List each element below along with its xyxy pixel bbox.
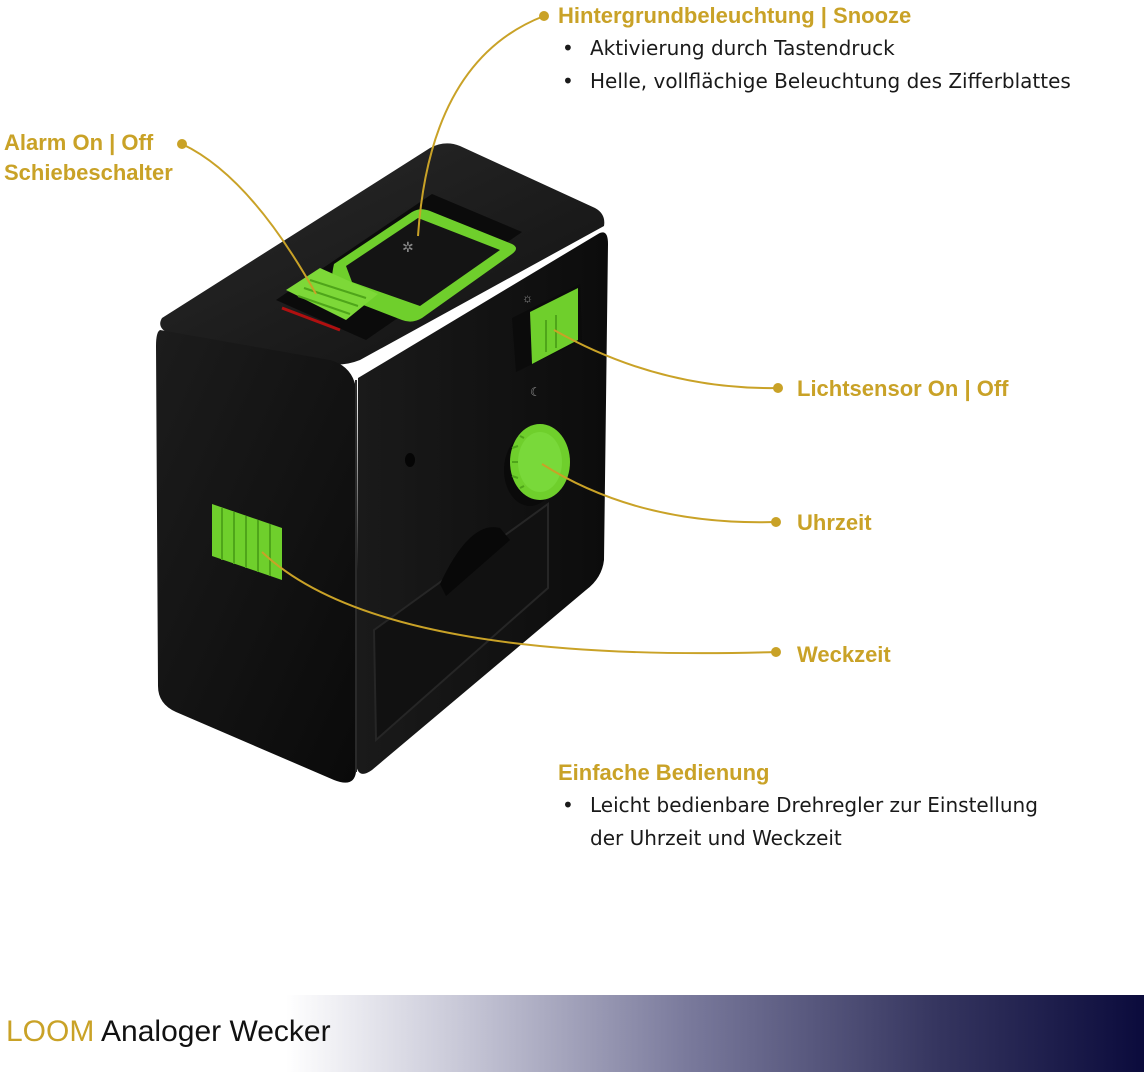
time-title: Uhrzeit [797, 510, 872, 535]
brand-name: LOOM [6, 1015, 95, 1048]
leader-light-sensor [553, 329, 779, 390]
list-item: Leicht bedienbare Drehregler zur Einstel… [558, 789, 1058, 855]
operation-title: Einfache Bedienung [558, 760, 770, 785]
alarm-time-title: Weckzeit [797, 642, 891, 667]
product-title: LOOM Analoger Wecker [6, 1012, 331, 1052]
footer-banner: LOOM Analoger Wecker [0, 995, 1144, 1072]
leader-backlight [417, 15, 545, 237]
leader-time [541, 463, 777, 524]
alarm-title: Alarm On | Off [4, 130, 154, 155]
backlight-bullets: Aktivierung durch Tastendruck Helle, vol… [558, 32, 1071, 98]
dot-light-sensor [773, 383, 783, 393]
list-item: Helle, vollflächige Beleuchtung des Ziff… [558, 65, 1071, 98]
leader-alarm-time [261, 551, 777, 655]
light-sensor-title: Lichtsensor On | Off [797, 376, 1009, 401]
snooze-button-inset [346, 218, 500, 306]
dot-alarm-time [771, 647, 781, 657]
dot-alarm [177, 139, 187, 149]
leader-alarm [181, 143, 317, 295]
star-icon: ✲ [402, 239, 414, 255]
dot-time [771, 517, 781, 527]
sun-icon: ☼ [522, 291, 533, 305]
backlight-title: Hintergrundbeleuchtung | Snooze [558, 3, 912, 28]
list-item: Aktivierung durch Tastendruck [558, 32, 1071, 65]
speaker-hole [405, 453, 415, 467]
moon-icon: ☾ [530, 385, 541, 399]
light-sensor-switch [530, 288, 578, 364]
dot-backlight [539, 11, 549, 21]
alarm-subtitle: Schiebeschalter [4, 160, 173, 185]
product-name: Analoger Wecker [101, 1015, 331, 1048]
operation-bullets: Leicht bedienbare Drehregler zur Einstel… [558, 789, 1058, 855]
